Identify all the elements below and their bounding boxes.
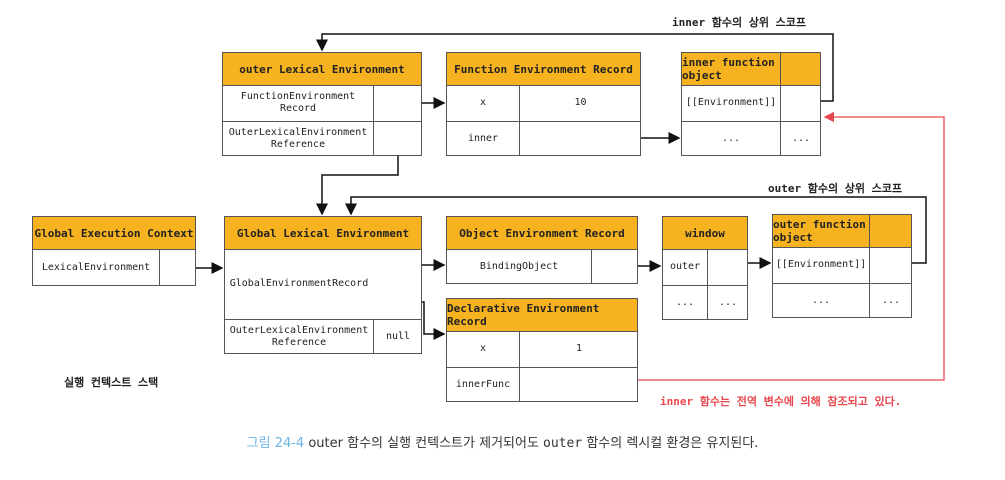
- caption-code: outer: [543, 436, 583, 451]
- outer-environment-slot: [[Environment]]: [775, 258, 867, 270]
- window-key-outer: outer: [669, 260, 701, 272]
- outer-scope-arrow: [345, 196, 927, 264]
- binding-object-label: BindingObject: [479, 260, 559, 272]
- global-reference-note: inner 함수는 전역 변수에 의해 참조되고 있다.: [660, 395, 902, 408]
- figure-caption: 그림 24-4 outer 함수의 실행 컨텍스트가 제거되어도 outer 함…: [0, 432, 1005, 451]
- global-environment-record-label: GlobalEnvironmentRecord: [229, 277, 369, 289]
- fer-key-inner: inner: [467, 132, 499, 144]
- outer-function-object-title: outer function object: [773, 215, 911, 248]
- window-object: window outer ... ...: [662, 216, 748, 320]
- innerfunc-arrow: [578, 111, 945, 381]
- object-environment-record: Object Environment Record BindingObject: [446, 216, 638, 284]
- function-environment-record-title: Function Environment Record: [447, 53, 640, 86]
- outer-lexical-environment: outer Lexical Environment FunctionEnviro…: [222, 52, 422, 156]
- inner-environment-slot: [[Environment]]: [685, 96, 777, 108]
- global-execution-context-title: Global Execution Context: [33, 217, 195, 250]
- window-title: window: [663, 217, 747, 250]
- outer-function-object: outer function object [[Environment]] ..…: [772, 214, 912, 318]
- window-dots-left: ...: [675, 296, 695, 308]
- outer-dots-left: ...: [811, 294, 831, 306]
- global-lexical-environment-title: Global Lexical Environment: [225, 217, 421, 250]
- der-key-innerfunc: innerFunc: [455, 378, 511, 390]
- function-environment-record-label: FunctionEnvironment Record: [240, 90, 356, 115]
- lexical-environment-label: LexicalEnvironment: [41, 261, 151, 273]
- fer-value-x: 10: [574, 96, 587, 108]
- object-environment-record-title: Object Environment Record: [447, 217, 637, 250]
- global-lexical-environment: Global Lexical Environment GlobalEnviron…: [224, 216, 422, 354]
- global-execution-context: Global Execution Context LexicalEnvironm…: [32, 216, 196, 286]
- inner-dots-right: ...: [791, 132, 811, 144]
- outer-ref-arrow: [316, 141, 399, 216]
- outer-lexical-environment-reference-label: OuterLexicalEnvironment Reference: [228, 126, 368, 151]
- declarative-environment-record: Declarative Environment Record x 1 inner…: [446, 298, 638, 402]
- outer-lexical-environment-title: outer Lexical Environment: [223, 53, 421, 86]
- inner-function-object-title: inner function object: [682, 53, 820, 86]
- caption-part1: outer 함수의 실행 컨텍스트가 제거되어도: [308, 436, 539, 451]
- fer-key-x: x: [479, 96, 487, 108]
- global-outer-reference-label: OuterLexicalEnvironment Reference: [229, 324, 369, 349]
- inner-scope-label: inner 함수의 상위 스코프: [672, 16, 806, 29]
- outer-scope-label: outer 함수의 상위 스코프: [768, 182, 902, 195]
- declarative-environment-record-title: Declarative Environment Record: [447, 299, 637, 332]
- figure-number: 그림 24-4: [246, 436, 305, 451]
- outer-dots-right: ...: [881, 294, 901, 306]
- caption-part2: 함수의 렉시컬 환경은 유지된다.: [586, 436, 759, 451]
- inner-function-object: inner function object [[Environment]] ..…: [681, 52, 821, 156]
- inner-scope-arrow: [316, 33, 834, 102]
- window-dots-right: ...: [718, 296, 738, 308]
- execution-context-stack-label: 실행 컨텍스트 스택: [64, 376, 159, 389]
- global-outer-null: null: [385, 330, 411, 342]
- inner-dots-left: ...: [721, 132, 741, 144]
- der-key-x: x: [479, 342, 487, 354]
- der-value-x: 1: [575, 342, 583, 354]
- function-environment-record: Function Environment Record x 10 inner: [446, 52, 641, 156]
